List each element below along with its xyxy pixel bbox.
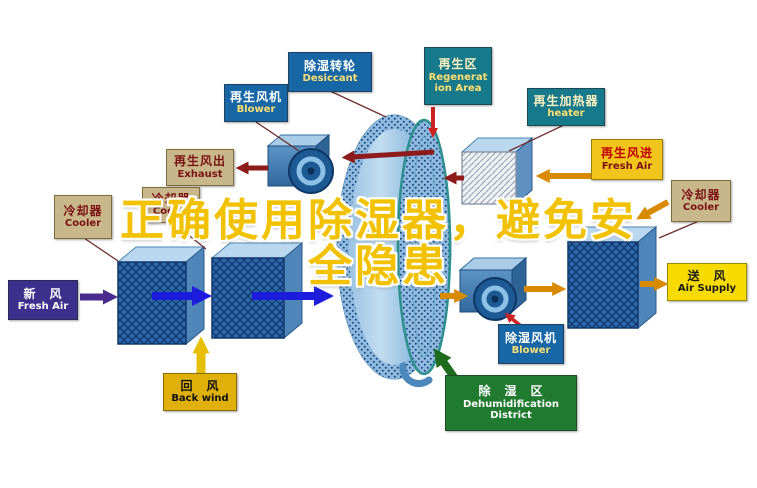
leader-lines	[83, 90, 700, 262]
label-back-wind-zh: 回 风	[180, 378, 220, 393]
label-regen-blower-zh: 再生风机	[229, 89, 282, 104]
label-dehumid-blower-en: Blower	[511, 345, 551, 357]
headline-line2: 全隐患	[308, 240, 449, 292]
label-dehumid-district-en: Dehumidification District	[462, 398, 560, 421]
label-air-supply: 送 风 Air Supply	[667, 263, 747, 301]
label-cooler-left: 冷却器 Cooler	[54, 195, 112, 239]
label-exhaust-en: Exhaust	[177, 168, 223, 180]
label-fresh-air-en: Fresh Air	[17, 301, 69, 313]
label-desiccant-zh: 除湿转轮	[303, 58, 356, 73]
label-back-wind: 回 风 Back wind	[163, 373, 237, 411]
label-cooler-right-en: Cooler	[682, 202, 720, 214]
label-dehumid-blower: 除湿风机 Blower	[498, 324, 564, 364]
label-regen-area-zh: 再生区	[438, 57, 478, 72]
label-fresh-air: 新 风 Fresh Air	[8, 280, 78, 320]
desiccant-wheel-graphic	[336, 114, 452, 388]
label-dehumid-district-zh: 除 湿 区	[478, 384, 544, 399]
label-regen-blower: 再生风机 Blower	[224, 84, 288, 122]
label-air-supply-en: Air Supply	[677, 283, 737, 295]
headline: 正确使用除湿器，避免安 全隐患	[0, 198, 757, 290]
label-desiccant: 除湿转轮 Desiccant	[288, 52, 372, 92]
arrow-cooler-down	[636, 199, 670, 220]
label-cooler-mid-zh: 冷却器	[151, 191, 191, 206]
label-exhaust: 再生风出 Exhaust	[166, 149, 234, 186]
wheel-bracket	[399, 362, 433, 388]
label-dehumid-district: 除 湿 区 Dehumidification District	[445, 375, 577, 431]
regen-blower-fan	[266, 133, 334, 194]
air-handler-box-left-1	[116, 245, 206, 346]
label-back-wind-en: Back wind	[171, 393, 229, 405]
arrow-wheel-fan-regen	[341, 149, 435, 164]
label-regen-blower-en: Blower	[236, 104, 276, 116]
label-exhaust-zh: 再生风出	[173, 154, 226, 169]
air-handler-box-right	[566, 225, 658, 330]
label-regen-heater-en: heater	[547, 108, 585, 120]
label-air-supply-zh: 送 风	[687, 268, 727, 283]
headline-line1: 正确使用除湿器，避免安	[120, 195, 637, 246]
label-cooler-mid-en: Cooler	[152, 206, 190, 218]
label-regen-fresh-air: 再生风进 Fresh Air	[591, 139, 663, 180]
label-cooler-mid: 冷却器 Cooler	[142, 187, 200, 223]
label-cooler-left-zh: 冷却器	[63, 203, 103, 218]
supply-blower-fan	[458, 256, 528, 321]
label-cooler-right-zh: 冷却器	[681, 187, 721, 202]
flow-arrows	[80, 107, 670, 383]
label-regen-fresh-air-zh: 再生风进	[600, 146, 653, 161]
label-regen-area: 再生区 Regeneration Area	[424, 47, 492, 105]
label-regen-heater: 再生加热器 heater	[527, 88, 605, 126]
label-dehumid-blower-zh: 除湿风机	[504, 330, 557, 345]
label-fresh-air-zh: 新 风	[23, 286, 63, 301]
label-cooler-left-en: Cooler	[64, 218, 102, 230]
label-regen-fresh-air-en: Fresh Air	[601, 160, 653, 172]
label-desiccant-en: Desiccant	[302, 73, 358, 85]
label-regen-heater-zh: 再生加热器	[533, 93, 599, 108]
label-cooler-right: 冷却器 Cooler	[671, 180, 731, 222]
label-regen-area-en: Regeneration Area	[428, 71, 488, 94]
